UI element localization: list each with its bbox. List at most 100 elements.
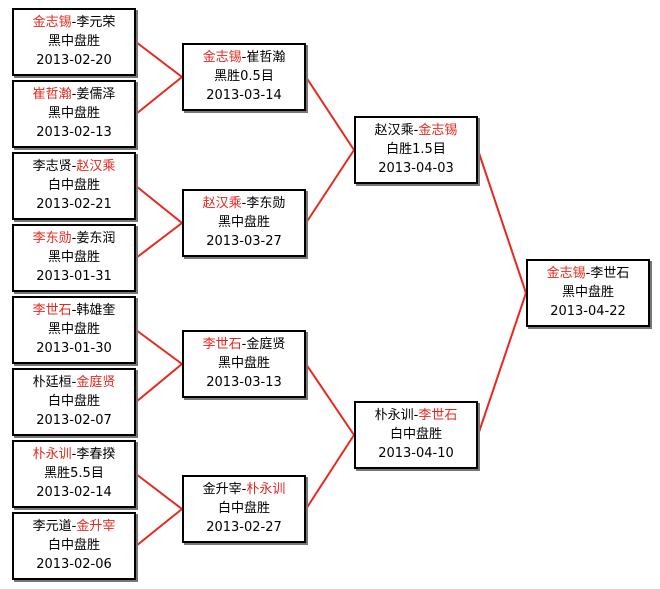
match-box: 李世石-韩雄奎 黑中盘胜 2013-01-30 xyxy=(12,296,136,364)
result-text: 黑中盘胜 xyxy=(47,250,100,265)
result-text: 白中盘胜 xyxy=(389,427,442,442)
match-box: 李志贤-赵汉乘 白中盘胜 2013-02-21 xyxy=(12,152,136,220)
separator: - xyxy=(71,15,77,30)
player-2: 金志锡 xyxy=(418,123,458,138)
match-date: 2013-02-07 xyxy=(36,413,112,428)
match-date: 2013-02-13 xyxy=(36,125,112,140)
player-2: 姜儒泽 xyxy=(76,87,116,102)
player-1: 李志贤 xyxy=(32,159,72,174)
separator: - xyxy=(71,231,77,246)
match-date: 2013-04-10 xyxy=(378,446,454,461)
match-box: 朴永训-李春揆 黑胜5.5目 2013-02-14 xyxy=(12,440,136,508)
player-1: 赵汉乘 xyxy=(374,123,414,138)
result-text: 黑中盘胜 xyxy=(47,34,100,49)
connector-line xyxy=(135,363,183,403)
match-date: 2013-02-14 xyxy=(36,485,112,500)
connector-line xyxy=(305,363,355,436)
separator: - xyxy=(71,375,77,390)
match-date: 2013-03-27 xyxy=(206,234,282,249)
separator: - xyxy=(241,50,247,65)
match-box: 崔哲瀚-姜儒泽 黑中盘胜 2013-02-13 xyxy=(12,80,136,148)
final-match-box: 金志锡-李世石 黑中盘胜 2013-04-22 xyxy=(526,259,650,327)
separator: - xyxy=(71,87,77,102)
player-1: 金志锡 xyxy=(32,15,72,30)
player-2: 李世石 xyxy=(590,266,630,281)
result-text: 黑中盘胜 xyxy=(47,106,100,121)
match-box: 朴廷桓-金庭贤 白中盘胜 2013-02-07 xyxy=(12,368,136,436)
result-text: 黑中盘胜 xyxy=(217,356,270,371)
result-text: 白中盘胜 xyxy=(47,178,100,193)
match-date: 2013-02-21 xyxy=(36,197,112,212)
separator: - xyxy=(71,303,77,318)
connector-line xyxy=(135,473,183,510)
result-text: 白中盘胜 xyxy=(217,501,270,516)
match-date: 2013-02-06 xyxy=(36,557,112,572)
player-1: 李世石 xyxy=(202,337,242,352)
match-box: 赵汉乘-金志锡 白胜1.5目 2013-04-03 xyxy=(354,116,478,184)
separator: - xyxy=(241,482,247,497)
connector-line xyxy=(135,41,183,78)
result-text: 黑中盘胜 xyxy=(217,215,270,230)
connector-line xyxy=(135,329,183,365)
match-box: 金升宰-朴永训 白中盘胜 2013-02-27 xyxy=(182,475,306,543)
player-2: 赵汉乘 xyxy=(76,159,116,174)
result-text: 白胜1.5目 xyxy=(386,142,446,157)
player-1: 赵汉乘 xyxy=(202,196,242,211)
result-text: 黑中盘胜 xyxy=(47,322,100,337)
match-date: 2013-04-22 xyxy=(550,304,626,319)
match-date: 2013-03-14 xyxy=(206,88,282,103)
match-box: 李世石-金庭贤 黑中盘胜 2013-03-13 xyxy=(182,330,306,398)
connector-line xyxy=(477,292,527,436)
connector-line xyxy=(305,149,355,224)
player-1: 李东勋 xyxy=(32,231,72,246)
player-2: 金庭贤 xyxy=(246,337,286,352)
player-2: 崔哲瀚 xyxy=(246,50,286,65)
player-1: 朴永训 xyxy=(32,447,72,462)
separator: - xyxy=(71,519,77,534)
player-1: 金升宰 xyxy=(202,482,242,497)
separator: - xyxy=(241,337,247,352)
connector-line xyxy=(135,185,183,224)
connector-line xyxy=(305,76,355,151)
match-box: 金志锡-崔哲瀚 黑胜0.5目 2013-03-14 xyxy=(182,43,306,111)
connector-line xyxy=(305,434,355,510)
player-2: 李春揆 xyxy=(76,447,116,462)
match-date: 2013-01-31 xyxy=(36,269,112,284)
player-1: 李元道 xyxy=(32,519,72,534)
match-date: 2013-03-13 xyxy=(206,375,282,390)
player-2: 李东勋 xyxy=(246,196,286,211)
separator: - xyxy=(585,266,591,281)
match-box: 金志锡-李元荣 黑中盘胜 2013-02-20 xyxy=(12,8,136,76)
player-1: 金志锡 xyxy=(202,50,242,65)
match-box: 赵汉乘-李东勋 黑中盘胜 2013-03-27 xyxy=(182,189,306,257)
separator: - xyxy=(71,447,77,462)
match-date: 2013-01-30 xyxy=(36,341,112,356)
player-1: 金志锡 xyxy=(546,266,586,281)
result-text: 白中盘胜 xyxy=(47,538,100,553)
player-2: 朴永训 xyxy=(246,482,286,497)
player-2: 韩雄奎 xyxy=(76,303,116,318)
separator: - xyxy=(413,408,419,423)
player-2: 金庭贤 xyxy=(76,375,116,390)
match-box: 李元道-金升宰 白中盘胜 2013-02-06 xyxy=(12,512,136,580)
match-date: 2013-02-27 xyxy=(206,520,282,535)
player-1: 朴永训 xyxy=(374,408,414,423)
separator: - xyxy=(71,159,77,174)
connector-line xyxy=(477,149,527,294)
player-1: 李世石 xyxy=(32,303,72,318)
player-1: 崔哲瀚 xyxy=(32,87,72,102)
separator: - xyxy=(413,123,419,138)
match-date: 2013-02-20 xyxy=(36,53,112,68)
player-2: 李元荣 xyxy=(76,15,116,30)
connector-line xyxy=(135,508,183,547)
match-box: 朴永训-李世石 白中盘胜 2013-04-10 xyxy=(354,401,478,469)
player-2: 李世石 xyxy=(418,408,458,423)
separator: - xyxy=(241,196,247,211)
player-1: 朴廷桓 xyxy=(32,375,72,390)
match-date: 2013-04-03 xyxy=(378,161,454,176)
player-2: 金升宰 xyxy=(76,519,116,534)
result-text: 黑中盘胜 xyxy=(561,285,614,300)
result-text: 黑胜5.5目 xyxy=(44,466,104,481)
